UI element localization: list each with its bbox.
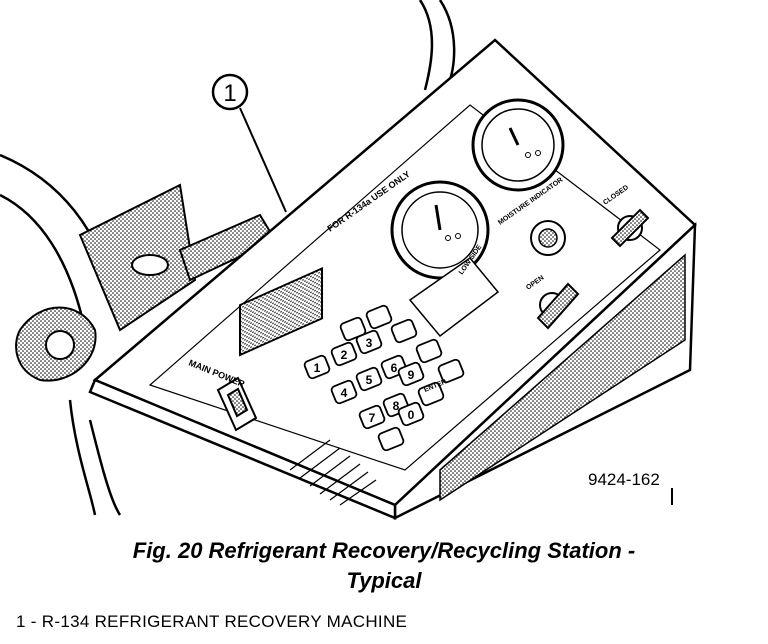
legend-number: 1 <box>16 612 26 631</box>
key-3-label: 3 <box>366 336 373 350</box>
key-8-label: 8 <box>393 399 400 413</box>
key-blank-d <box>390 318 418 344</box>
legend: 1 - R-134 REFRIGERANT RECOVERY MACHINE <box>16 612 407 632</box>
key-5 <box>355 366 383 392</box>
main-power-switch <box>216 376 258 432</box>
keypad-keys <box>303 304 465 452</box>
key-7 <box>358 404 386 430</box>
figure-caption: Fig. 20 Refrigerant Recovery/Recycling S… <box>0 536 768 596</box>
key-1-label: 1 <box>314 361 321 375</box>
caption-line-2: Typical <box>346 568 422 593</box>
vent-slots <box>289 439 377 506</box>
key-4 <box>330 379 358 405</box>
engine-part <box>15 183 277 382</box>
low-side-gauge <box>390 180 490 280</box>
callout-1: 1 <box>211 73 287 213</box>
vehicle-background <box>0 0 456 516</box>
key-0 <box>397 401 425 427</box>
key-4-label: 4 <box>341 386 348 400</box>
key-9-label: 9 <box>408 368 415 382</box>
keypad-digit-labels: 1 2 3 4 5 6 7 8 9 0 <box>314 336 415 425</box>
key-2 <box>330 341 358 367</box>
blank-panel <box>408 256 500 338</box>
key-blank-e <box>415 338 443 364</box>
open-valve <box>536 282 580 330</box>
caption-line-1: Fig. 20 Refrigerant Recovery/Recycling S… <box>132 538 636 563</box>
key-5-label: 5 <box>366 373 373 387</box>
key-blank-c <box>365 304 393 330</box>
recovery-station-illustration: 1 2 3 4 5 6 7 8 9 0 FOR R-134a USE ONLY … <box>0 0 697 521</box>
key-3 <box>355 329 383 355</box>
display-window <box>239 267 323 357</box>
key-blank-b <box>339 316 367 342</box>
key-7-label: 7 <box>369 411 376 425</box>
moisture-indicator <box>530 220 566 256</box>
key-blank-a <box>377 426 405 452</box>
high-side-gauge <box>471 98 565 192</box>
key-0-label: 0 <box>408 408 415 422</box>
key-1 <box>303 354 331 380</box>
legend-label: R-134 REFRIGERANT RECOVERY MACHINE <box>41 612 408 631</box>
key-blank-f <box>437 358 465 384</box>
keypad: 1 2 3 4 5 6 7 8 9 0 <box>303 304 465 452</box>
callout-number: 1 <box>223 80 236 107</box>
key-2-label: 2 <box>341 348 348 362</box>
closed-valve <box>610 208 650 248</box>
figure-id: 9424-162 <box>588 470 660 489</box>
legend-separator: - <box>25 612 42 631</box>
key-9 <box>397 361 425 387</box>
key-6-label: 6 <box>391 361 398 375</box>
key-enter <box>417 381 445 407</box>
